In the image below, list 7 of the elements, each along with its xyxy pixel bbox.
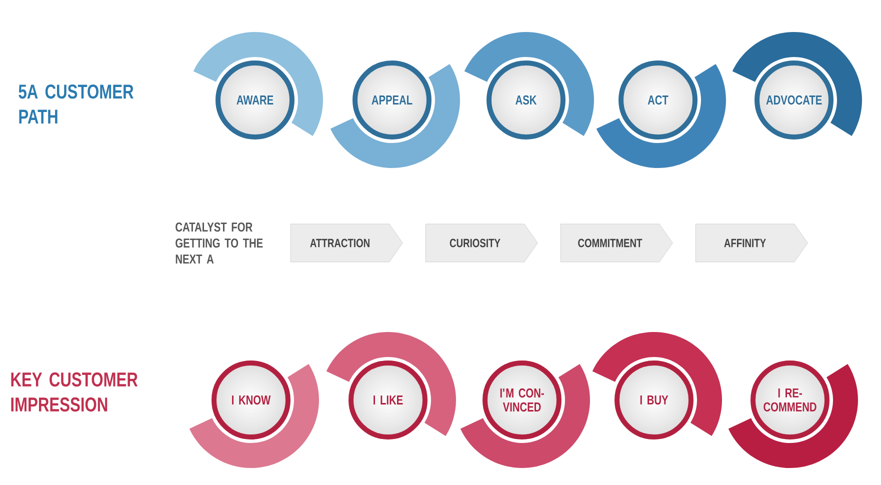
row-heading: 5A CUSTOMER PATH [18,84,134,124]
catalyst-label: CATALYST FOR GETTING TO THE NEXT A [176,222,263,264]
chevron-box: CURIOSITY [425,224,538,262]
chevron-box: AFFINITY [695,224,808,262]
chevron-box: COMMITMENT [560,224,673,262]
chevron-box: ATTRACTION [290,224,403,262]
row-heading: KEY CUSTOMER IMPRESSION [11,372,138,412]
